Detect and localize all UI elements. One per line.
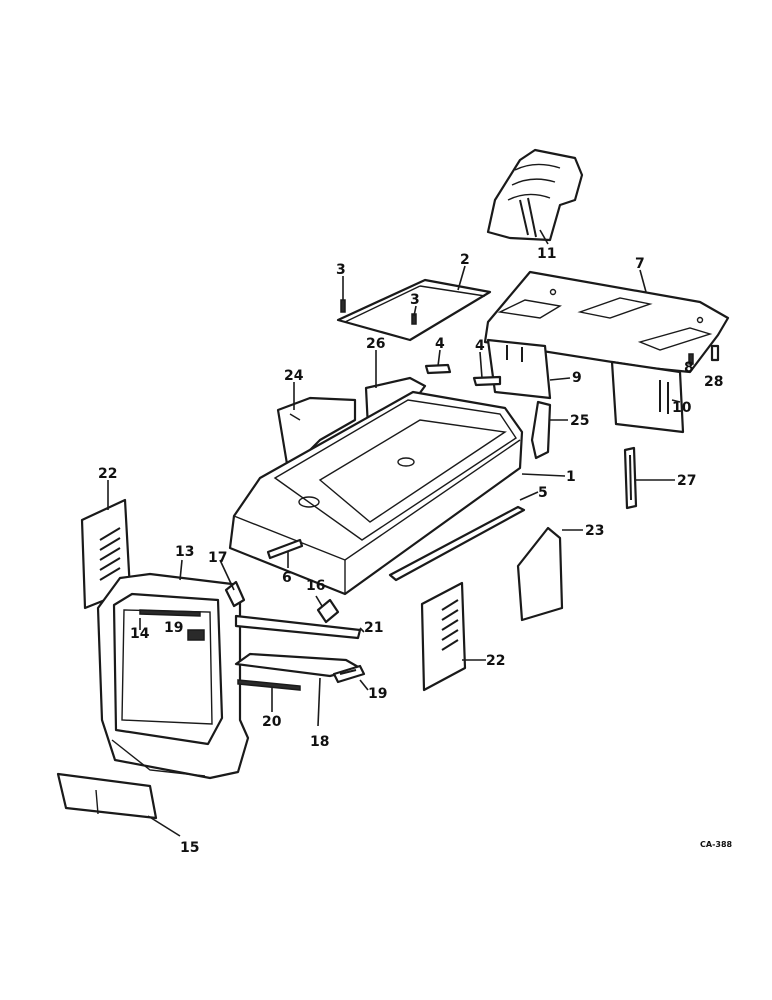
callout-4a: 4 bbox=[435, 336, 445, 352]
part-19-clip-upper bbox=[187, 629, 205, 641]
part-18-plate bbox=[234, 652, 362, 678]
callout-9: 9 bbox=[572, 370, 582, 386]
callout-21: 21 bbox=[364, 620, 383, 636]
part-9-panel bbox=[486, 338, 552, 400]
callout-3a: 3 bbox=[336, 262, 346, 278]
part-1-main-body bbox=[228, 390, 524, 596]
part-11-fender bbox=[486, 148, 584, 242]
part-8-bolt bbox=[688, 353, 694, 365]
callout-4b: 4 bbox=[475, 338, 485, 354]
callout-2: 2 bbox=[460, 252, 470, 268]
callout-1: 1 bbox=[566, 469, 576, 485]
leader-lines bbox=[107, 229, 681, 837]
part-23-panel bbox=[516, 526, 564, 622]
part-15-lower-cover bbox=[56, 772, 158, 820]
callout-5: 5 bbox=[538, 485, 548, 501]
callout-8: 8 bbox=[684, 360, 694, 376]
callout-14: 14 bbox=[130, 626, 150, 642]
callout-22a: 22 bbox=[98, 466, 117, 482]
part-20-strip bbox=[237, 679, 301, 691]
callout-19a: 19 bbox=[164, 620, 183, 636]
callout-26: 26 bbox=[366, 336, 385, 352]
callout-3b: 3 bbox=[410, 292, 420, 308]
part-27-strip bbox=[623, 446, 638, 510]
part-6-rail bbox=[266, 538, 304, 560]
part-28-bolt bbox=[710, 344, 720, 362]
callout-28: 28 bbox=[704, 374, 723, 390]
part-21-bar bbox=[234, 614, 362, 640]
callout-27: 27 bbox=[677, 473, 696, 489]
callout-22b: 22 bbox=[486, 653, 505, 669]
callout-7: 7 bbox=[635, 256, 645, 272]
part-17-bracket bbox=[224, 580, 246, 608]
callout-13: 13 bbox=[175, 544, 194, 560]
part-10-panel bbox=[610, 360, 685, 434]
callout-20: 20 bbox=[262, 714, 282, 730]
part-25-bracket bbox=[530, 400, 552, 460]
part-5-rail bbox=[388, 505, 526, 582]
part-2-top-plate bbox=[336, 278, 492, 342]
part-19-clip-lower bbox=[332, 664, 366, 684]
part-22-grille-right bbox=[420, 581, 467, 692]
part-16-clip bbox=[316, 598, 340, 624]
callout-10: 10 bbox=[672, 400, 692, 416]
callout-16: 16 bbox=[306, 578, 325, 594]
callout-17: 17 bbox=[208, 550, 227, 566]
callout-6: 6 bbox=[282, 570, 292, 586]
part-4-tab-b bbox=[472, 375, 502, 387]
callout-23: 23 bbox=[585, 523, 604, 539]
callout-18: 18 bbox=[310, 734, 329, 750]
drawing-code: CA-388 bbox=[700, 840, 733, 849]
part-13-grille-frame bbox=[96, 572, 250, 780]
part-14-strip bbox=[139, 609, 201, 617]
part-4-tab-a bbox=[424, 363, 452, 375]
callout-24: 24 bbox=[284, 368, 304, 384]
callout-15: 15 bbox=[180, 840, 199, 856]
callout-19b: 19 bbox=[368, 686, 387, 702]
callout-25: 25 bbox=[570, 413, 589, 429]
callout-11: 11 bbox=[537, 246, 556, 262]
part-3-screw-a bbox=[340, 299, 346, 313]
